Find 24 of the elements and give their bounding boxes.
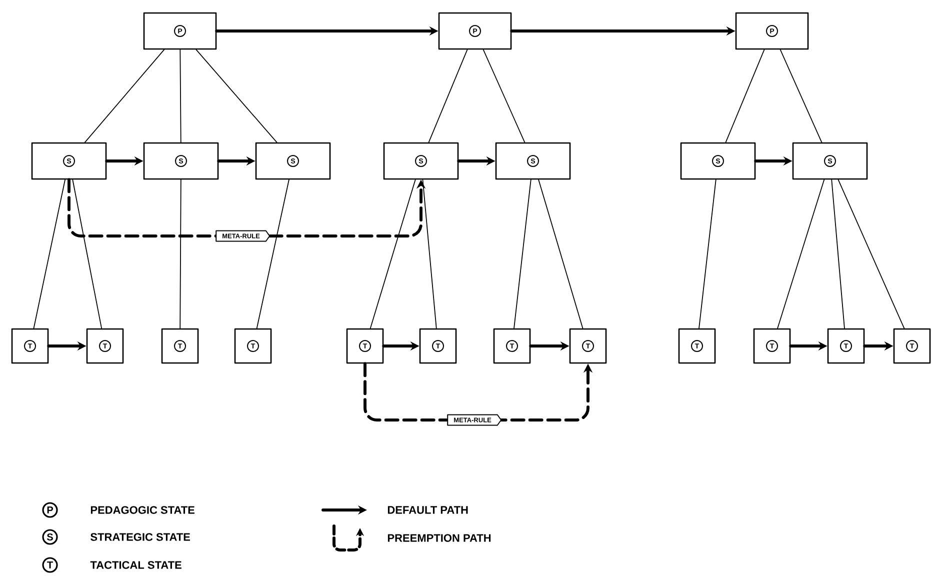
connector-line xyxy=(180,49,182,143)
connector-line xyxy=(482,49,526,143)
connector-line xyxy=(33,179,66,329)
legend-text: PEDAGOGIC STATE xyxy=(90,506,194,514)
connector-line xyxy=(838,179,905,329)
legend-text: TACTICAL STATE xyxy=(90,561,182,569)
legend-text: DEFAULT PATH xyxy=(388,506,468,514)
connector-line xyxy=(780,49,822,143)
connector-line xyxy=(428,49,468,143)
connector-line xyxy=(831,179,845,329)
connector-line xyxy=(725,49,765,143)
connector-line xyxy=(72,179,102,329)
connector-line xyxy=(84,49,165,143)
connector-line xyxy=(196,49,278,143)
connector-line xyxy=(514,179,532,329)
legend-text: PREEMPTION PATH xyxy=(388,534,491,542)
connector-line xyxy=(180,179,182,329)
connector-line xyxy=(370,179,416,329)
connector-line xyxy=(538,179,584,329)
connector-line xyxy=(777,179,825,329)
connector-line xyxy=(698,179,716,329)
connector-line xyxy=(422,179,437,329)
legend-text: STRATEGIC STATE xyxy=(90,533,190,541)
connector-line xyxy=(256,179,290,329)
